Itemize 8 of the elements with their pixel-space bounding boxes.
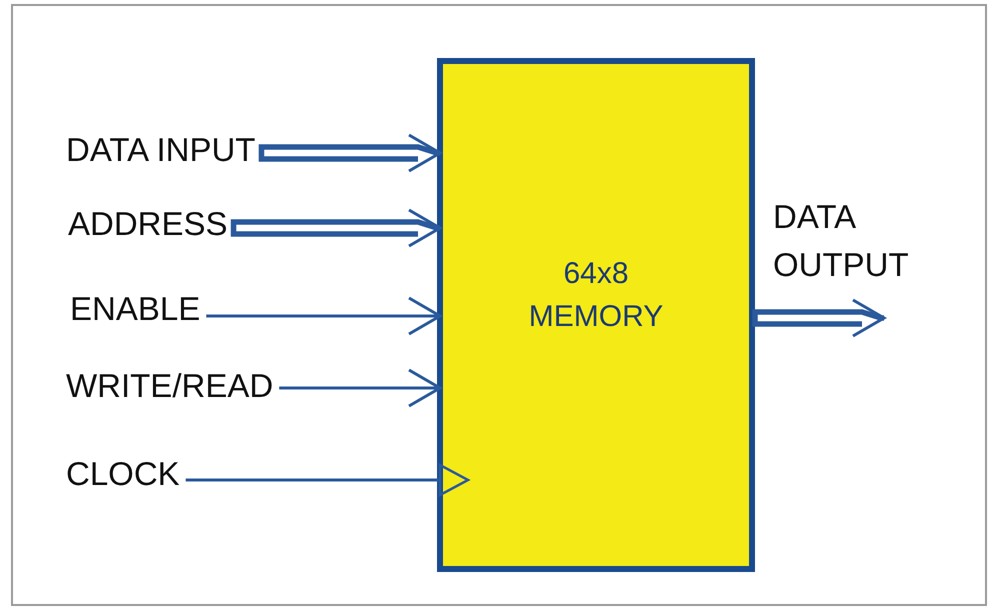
signal-label: DATA INPUT	[66, 131, 256, 169]
block-label: 64x8 MEMORY	[528, 256, 664, 335]
clock-input-arrow	[186, 464, 470, 496]
signal-label: ADDRESS	[68, 205, 228, 243]
signal-label: WRITE/READ	[66, 367, 274, 405]
memory-block	[437, 58, 755, 572]
signal-label: ENABLE	[70, 290, 200, 328]
signal-label: CLOCK	[66, 455, 180, 493]
